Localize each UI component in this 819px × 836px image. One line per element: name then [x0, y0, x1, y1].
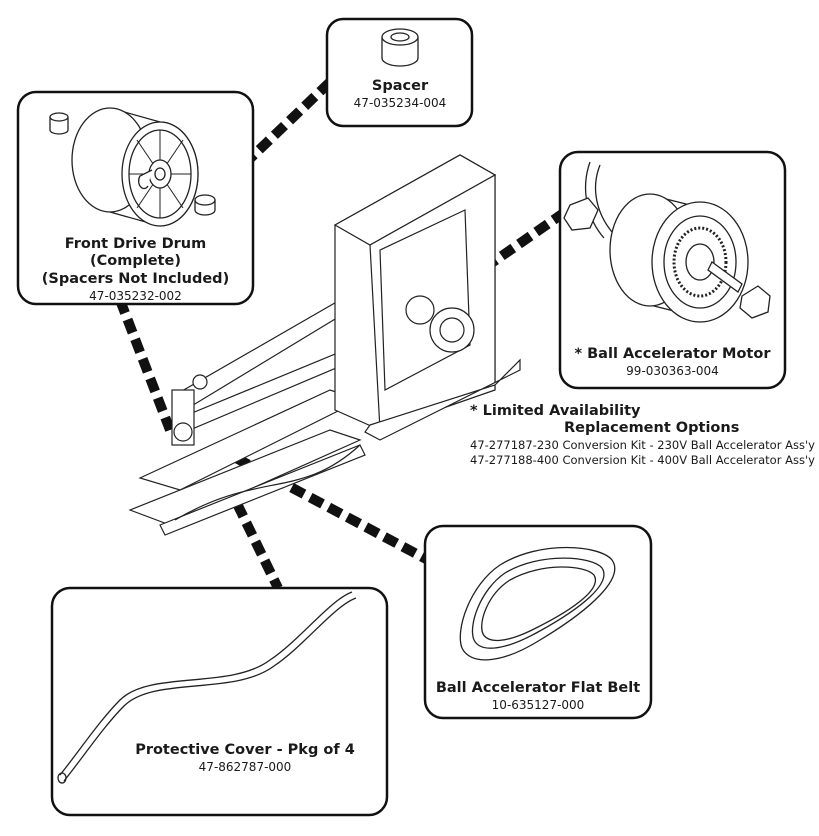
- drum-part-number: 47-035232-002: [89, 289, 182, 304]
- spacer-callout: Spacer 47-035234-004: [330, 78, 470, 111]
- belt-title: Ball Accelerator Flat Belt: [435, 680, 641, 696]
- protective-cover-box: [50, 586, 389, 817]
- protective-cover-callout: Protective Cover - Pkg of 4 47-862787-00…: [100, 742, 390, 775]
- cover-part-number: 47-862787-000: [198, 760, 292, 775]
- motor-title: * Ball Accelerator Motor: [574, 346, 771, 362]
- front-drive-drum-callout: Front Drive Drum (Complete) (Spacers Not…: [20, 236, 251, 304]
- motor-callout: * Ball Accelerator Motor 99-030363-004: [562, 346, 783, 379]
- drum-title-line1: Front Drive Drum (Complete): [64, 236, 207, 270]
- flat-belt-callout: Ball Accelerator Flat Belt 10-635127-000: [427, 680, 649, 713]
- limited-title-line1: * Limited Availability: [470, 403, 641, 419]
- drive-drum-part: [49, 107, 216, 227]
- spacer-box: [325, 17, 474, 128]
- spacer-part: [381, 28, 419, 67]
- spacer-part-number: 47-035234-004: [353, 96, 447, 111]
- drum-title-line2: (Spacers Not Included): [41, 270, 230, 287]
- limited-title-line2: Replacement Options: [564, 420, 740, 437]
- machine-assembly: [128, 154, 521, 536]
- cover-title: Protective Cover - Pkg of 4: [135, 742, 355, 758]
- motor-part: [563, 161, 771, 323]
- belt-part-number: 10-635127-000: [491, 698, 585, 713]
- flat-belt-part: [459, 546, 616, 661]
- motor-part-number: 99-030363-004: [626, 364, 719, 379]
- limited-option-2: 47-277188-400 Conversion Kit - 400V Ball…: [470, 452, 815, 467]
- limited-availability-note: * Limited Availability Replacement Optio…: [470, 403, 815, 467]
- spacer-title: Spacer: [371, 78, 429, 94]
- limited-option-1: 47-277187-230 Conversion Kit - 230V Ball…: [470, 437, 815, 452]
- protective-cover-part: [57, 591, 357, 784]
